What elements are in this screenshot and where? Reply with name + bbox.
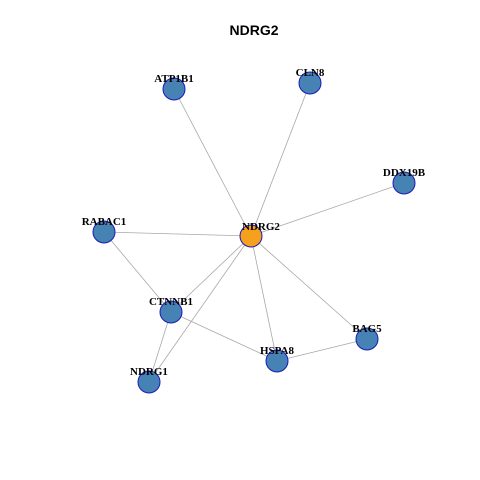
node-label-ddx19b: DDX19B bbox=[383, 167, 426, 179]
edge-ndrg2-atp1b1 bbox=[173, 88, 252, 237]
edge-ndrg2-cln8 bbox=[250, 82, 311, 237]
node-label-ndrg1: NDRG1 bbox=[130, 366, 168, 378]
edges-layer bbox=[103, 82, 405, 383]
edge-ndrg2-ndrg1 bbox=[148, 235, 252, 383]
node-label-hspa8: HSPA8 bbox=[260, 345, 295, 357]
node-ndrg1[interactable] bbox=[137, 370, 161, 394]
edge-ndrg2-bag5 bbox=[250, 235, 368, 340]
node-label-bag5: BAG5 bbox=[352, 323, 382, 335]
node-label-ndrg2: NDRG2 bbox=[242, 221, 280, 233]
node-bag5[interactable] bbox=[355, 327, 379, 351]
node-label-ctnnb1: CTNNB1 bbox=[149, 296, 193, 308]
node-cln8[interactable] bbox=[298, 71, 322, 95]
edge-hspa8-bag5 bbox=[276, 338, 368, 362]
node-atp1b1[interactable] bbox=[162, 77, 186, 101]
edge-ctnnb1-ndrg1 bbox=[148, 311, 172, 383]
node-label-rabac1: RABAC1 bbox=[82, 216, 127, 228]
node-label-cln8: CLN8 bbox=[296, 67, 325, 79]
edge-ctnnb1-hspa8 bbox=[170, 311, 278, 362]
node-hspa8[interactable] bbox=[265, 349, 289, 373]
node-label-atp1b1: ATP1B1 bbox=[154, 73, 194, 85]
node-ddx19b[interactable] bbox=[392, 171, 416, 195]
node-ndrg2[interactable] bbox=[239, 224, 263, 248]
edge-ndrg2-hspa8 bbox=[250, 235, 278, 362]
edge-ndrg2-ctnnb1 bbox=[170, 235, 252, 313]
node-ctnnb1[interactable] bbox=[159, 300, 183, 324]
diagram-title: NDRG2 bbox=[229, 22, 278, 38]
node-rabac1[interactable] bbox=[92, 220, 116, 244]
edge-ndrg2-ddx19b bbox=[250, 182, 405, 237]
edge-ndrg2-rabac1 bbox=[103, 231, 252, 237]
edge-rabac1-ctnnb1 bbox=[103, 231, 172, 313]
nodes-layer bbox=[92, 71, 416, 394]
